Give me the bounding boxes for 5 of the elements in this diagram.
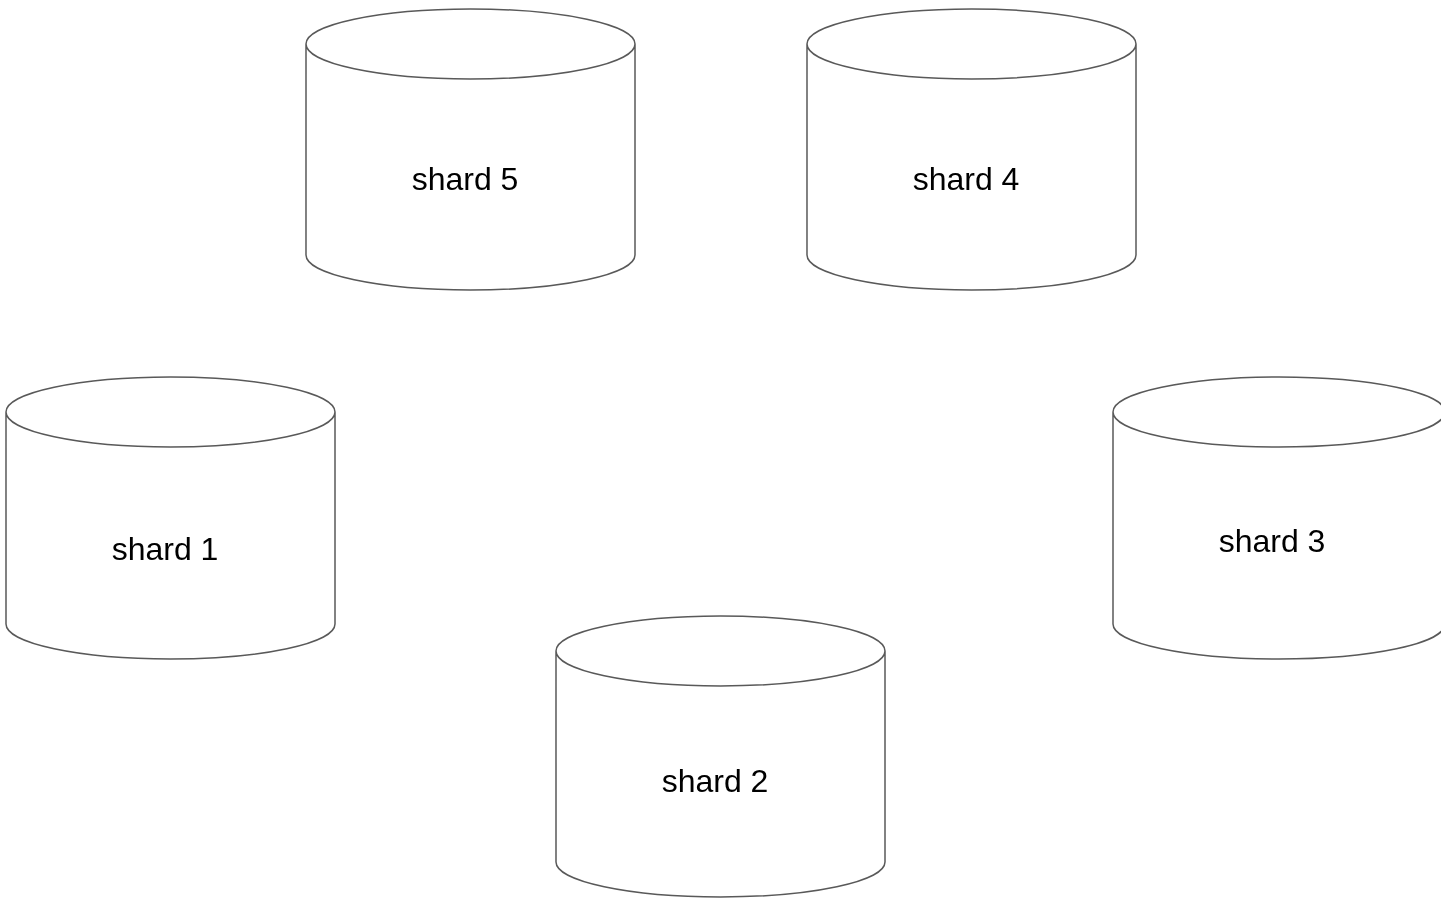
node-label: shard 3 xyxy=(1218,524,1326,560)
node-label: shard 5 xyxy=(411,162,519,198)
node-label: shard 4 xyxy=(912,162,1020,198)
node-label: shard 1 xyxy=(111,532,219,568)
node-label: shard 2 xyxy=(661,764,769,800)
